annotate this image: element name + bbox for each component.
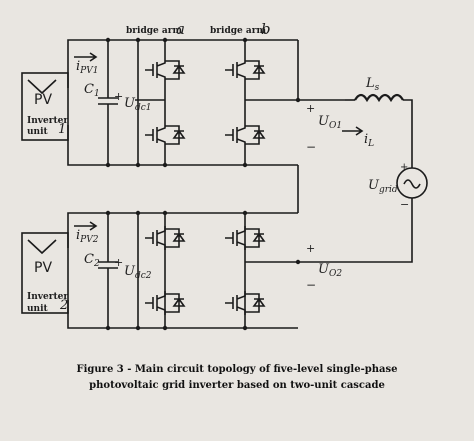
inverter-unit-1-label: Inverter [27, 116, 69, 126]
switch-a1-upper [145, 58, 186, 82]
pv1-label: PV [34, 92, 53, 108]
c1-label: C1 [84, 82, 100, 99]
ipv2-arrow [74, 221, 98, 231]
il-arrow [342, 126, 364, 136]
switch-b1-lower [225, 123, 266, 147]
grid-sine [403, 179, 421, 189]
pv1-panel [21, 72, 69, 141]
uo1-minus: − [306, 140, 317, 154]
bridge-arm-a-letter: a [176, 20, 185, 38]
switch-a1-lower [145, 123, 186, 147]
inverter-unit-2-label-2: unit [27, 304, 48, 314]
pv1-symbol [27, 79, 57, 95]
ipv1-arrow [74, 52, 98, 62]
c2-plus: + [114, 256, 124, 269]
ls-label: Ls [366, 76, 380, 93]
capacitor-c2 [98, 213, 118, 328]
figure-caption-line-1: Figure 3 - Main circuit topology of five… [76, 364, 398, 375]
uo2-minus: − [306, 278, 317, 292]
uo1-label: UO1 [318, 114, 343, 131]
inverter-unit-2-label: Inverter [27, 292, 69, 302]
grid-plus: + [400, 162, 409, 173]
grid-minus: − [400, 198, 410, 211]
inverter-unit-2 [21, 212, 298, 329]
capacitor-c1 [98, 40, 118, 165]
inverter-unit-2-number: 2 [60, 298, 69, 313]
switch-b1-upper [225, 58, 266, 82]
to-grid-top [403, 99, 413, 168]
ugrid-label: Ugrid [368, 178, 398, 195]
return-wire [298, 198, 413, 263]
mid-b-1 [245, 40, 299, 101]
inductor-ls [354, 93, 404, 103]
bottom-rail-2 [67, 300, 298, 329]
uo2-plus: + [306, 242, 316, 255]
udc1-label: Udc1 [124, 96, 152, 113]
pv2-panel [21, 232, 69, 314]
inverter-unit-1-label-2: unit [27, 127, 48, 137]
top-rail-1 [67, 39, 298, 88]
inverter-unit-1 [21, 39, 345, 166]
pv2-label: PV [34, 260, 53, 276]
ipv2-label: iPV2 [76, 228, 99, 245]
il-label: iL [364, 132, 375, 149]
top-rail-2 [67, 212, 298, 248]
udc2-label: Udc2 [124, 264, 152, 281]
bottom-rail-1 [67, 125, 298, 166]
bridge-arm-a-label: bridge arm [126, 26, 182, 36]
figure-caption-line-2: photovoltaic grid inverter based on two-… [89, 380, 385, 391]
ipv1-label: iPV1 [76, 59, 99, 76]
pv2-symbol [27, 239, 57, 255]
bridge-arm-b-letter: b [261, 20, 271, 38]
inverter-unit-1-number: 1 [58, 122, 67, 137]
bridge-arm-b-label: bridge arm [210, 26, 266, 36]
uo2-label: UO2 [318, 262, 343, 279]
c2-label: C2 [84, 252, 100, 269]
uo1-plus: + [306, 102, 316, 115]
c1-plus: + [114, 90, 124, 103]
